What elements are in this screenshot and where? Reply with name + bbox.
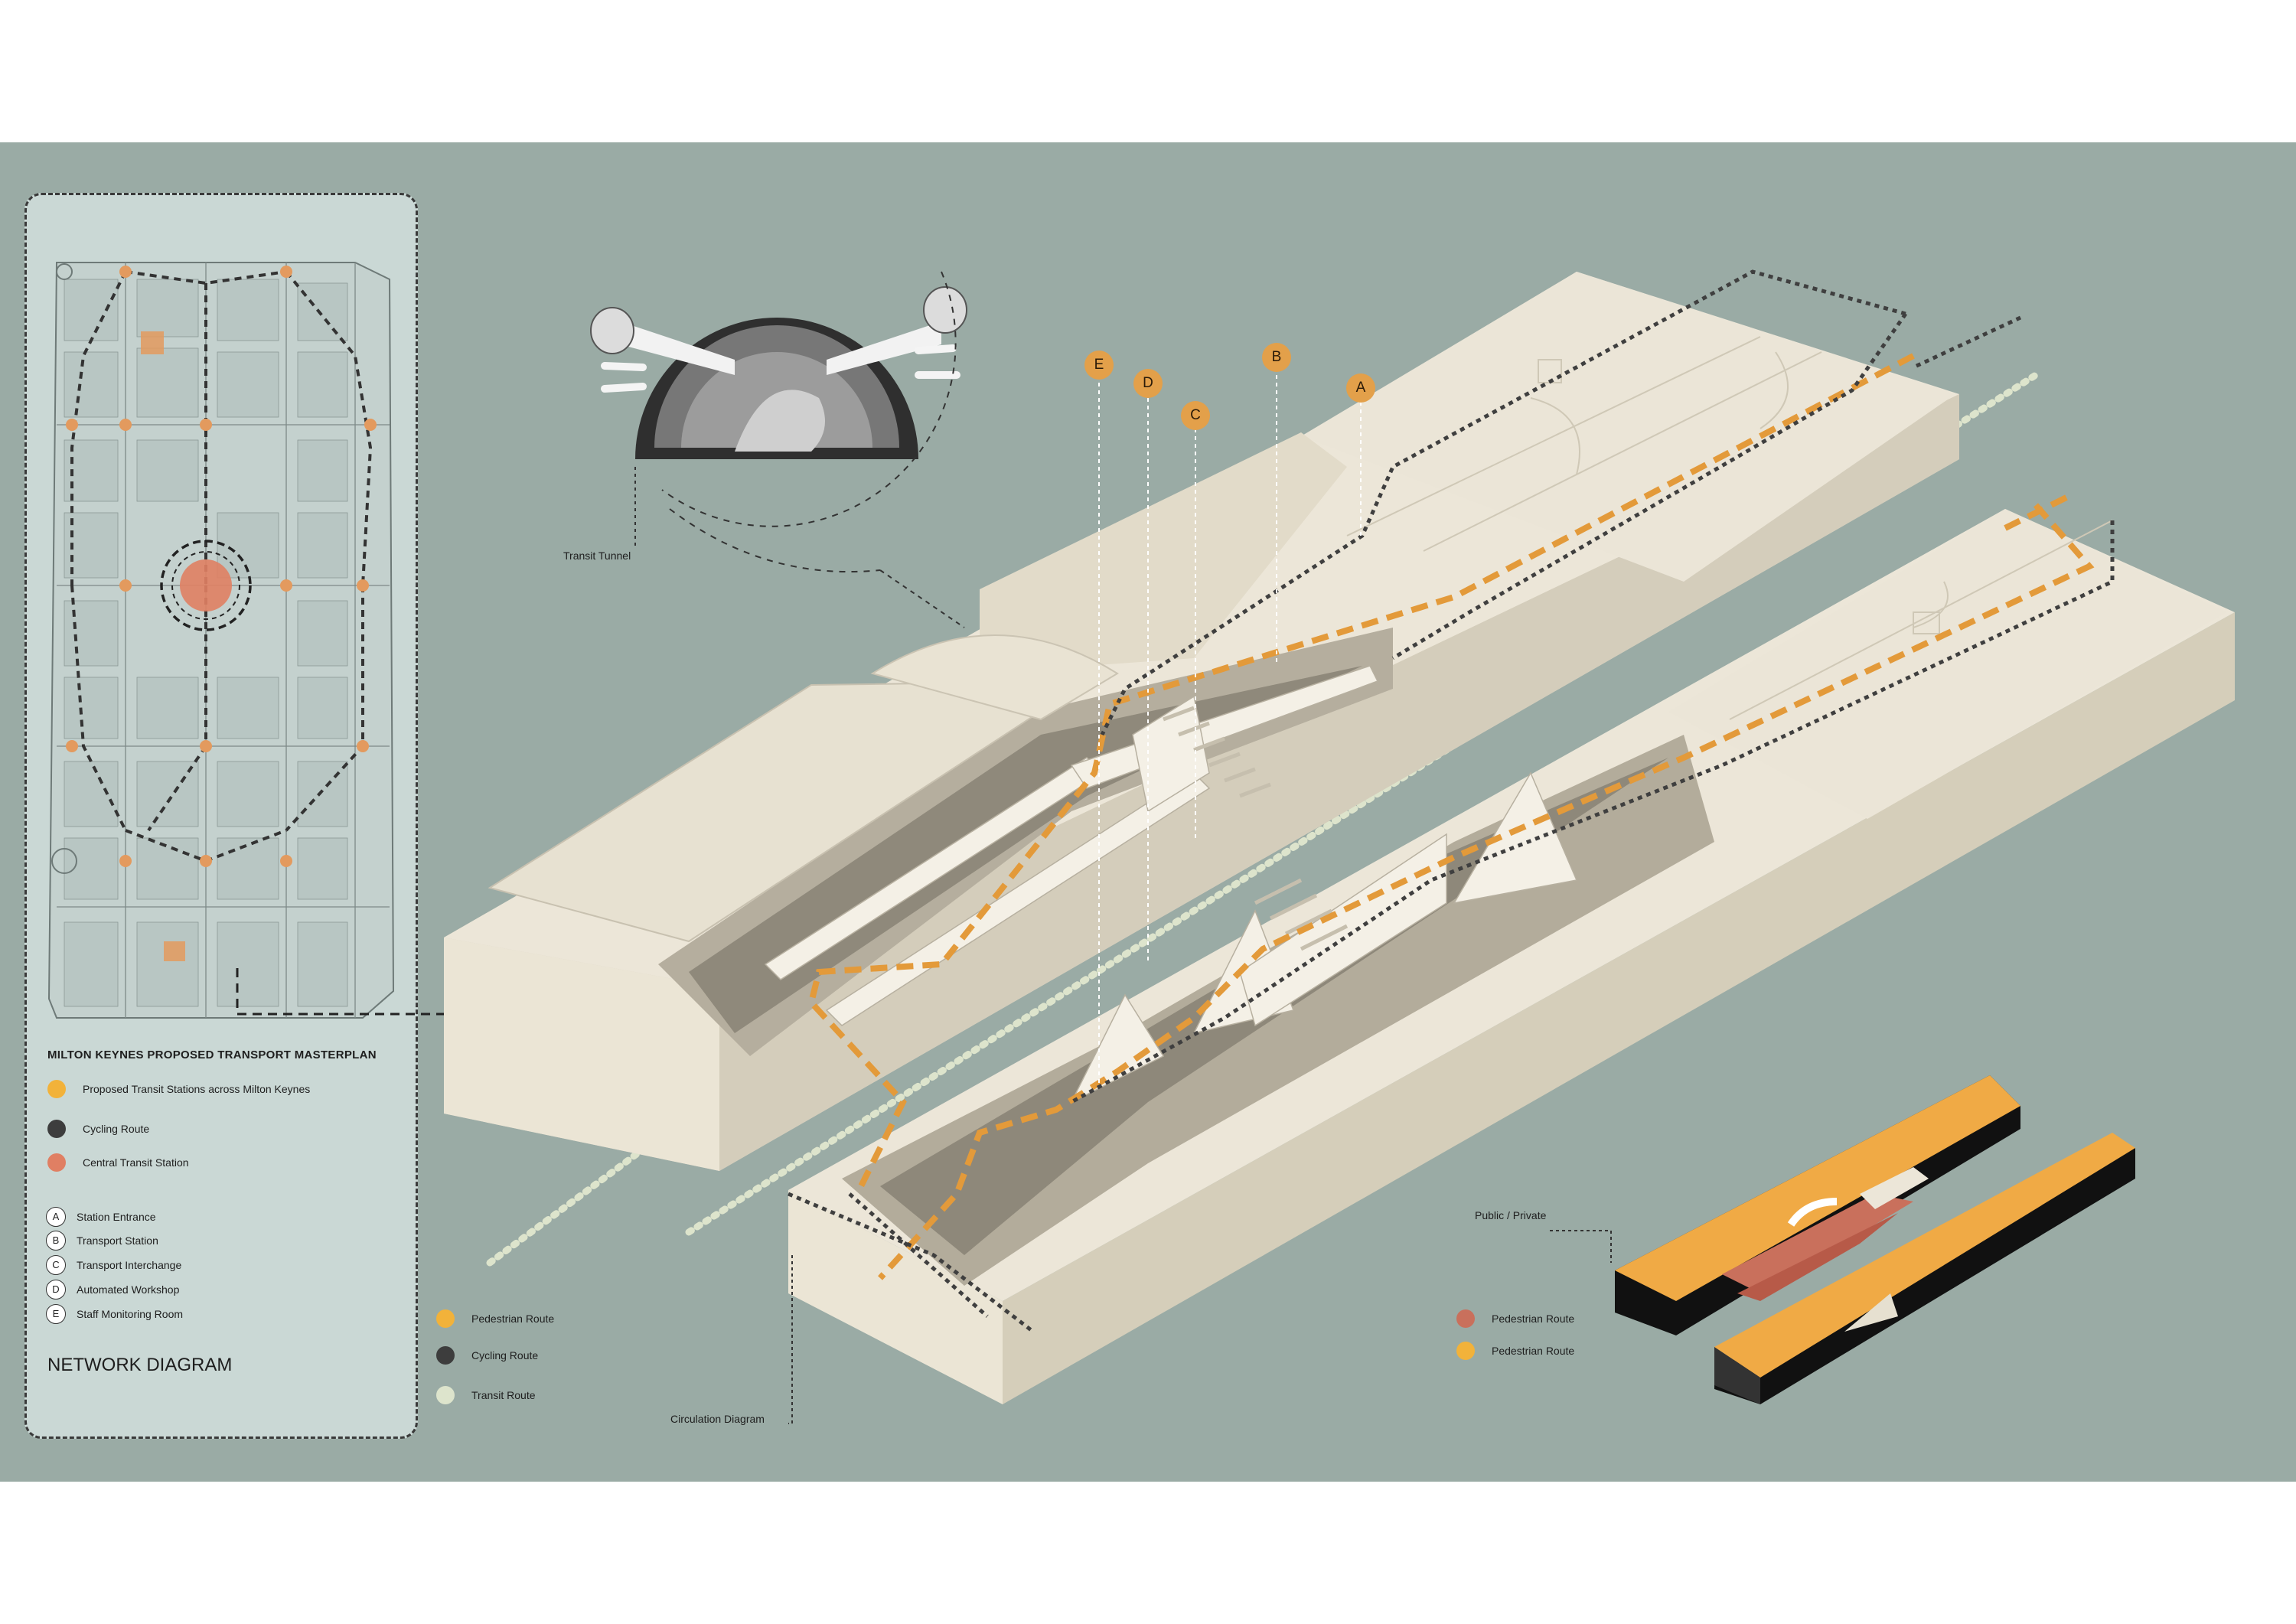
- inset-legend-red: Pedestrian Route: [1456, 1309, 1574, 1329]
- key-letter: D: [46, 1280, 66, 1300]
- key-label: Transport Station: [77, 1234, 158, 1247]
- legend-item-cycling: Cycling Route: [47, 1119, 149, 1139]
- legend-label: Pedestrian Route: [471, 1313, 555, 1325]
- key-item-b: B Transport Station: [46, 1231, 158, 1251]
- legend-label: Cycling Route: [471, 1349, 539, 1361]
- map-connector: [236, 968, 444, 1016]
- transit-tunnel-label: Transit Tunnel: [563, 549, 631, 562]
- marker-b: B: [1262, 343, 1291, 372]
- legend-item-central-station: Central Transit Station: [47, 1153, 189, 1172]
- legend-label: Central Transit Station: [83, 1156, 189, 1169]
- marker-leaders: [1098, 367, 1362, 1087]
- masterplan-title: MILTON KEYNES PROPOSED TRANSPORT MASTERP…: [47, 1048, 377, 1061]
- panel-title: NETWORK DIAGRAM: [47, 1355, 233, 1375]
- pedestrian-route: [807, 353, 2095, 1280]
- marker-a: A: [1346, 373, 1375, 403]
- key-item-d: D Automated Workshop: [46, 1280, 179, 1300]
- cycling-route: [788, 269, 2115, 1333]
- key-label: Automated Workshop: [77, 1283, 180, 1296]
- key-label: Station Entrance: [77, 1211, 156, 1223]
- legend-label: Transit Route: [471, 1389, 536, 1401]
- legend-item-stations: Proposed Transit Stations across Milton …: [47, 1079, 310, 1099]
- key-item-a: A Station Entrance: [46, 1207, 156, 1227]
- legend-swatch: [47, 1120, 66, 1138]
- masterplan-map: [47, 262, 395, 1019]
- marker-d: D: [1133, 369, 1163, 398]
- circulation-diagram-label: Circulation Diagram: [670, 1413, 765, 1425]
- route-legend-transit: Transit Route: [436, 1385, 536, 1405]
- legend-swatch: [47, 1153, 66, 1172]
- key-letter: A: [46, 1207, 66, 1227]
- key-label: Staff Monitoring Room: [77, 1308, 184, 1320]
- public-private-inset: [1615, 1075, 2135, 1404]
- legend-swatch: [436, 1386, 455, 1404]
- key-letter: B: [46, 1231, 66, 1251]
- key-label: Transport Interchange: [77, 1259, 182, 1271]
- route-legend-cycling: Cycling Route: [436, 1345, 538, 1365]
- legend-label: Cycling Route: [83, 1123, 150, 1135]
- legend-swatch: [436, 1309, 455, 1328]
- legend-swatch: [1456, 1342, 1475, 1360]
- lower-platform-block: [788, 509, 2235, 1404]
- legend-swatch: [436, 1346, 455, 1365]
- inset-legend-orange: Pedestrian Route: [1456, 1341, 1574, 1361]
- legend-swatch: [47, 1080, 66, 1098]
- route-legend-pedestrian: Pedestrian Route: [436, 1309, 554, 1329]
- marker-c: C: [1181, 401, 1210, 430]
- legend-label: Pedestrian Route: [1492, 1345, 1575, 1357]
- upper-platform-block: [444, 272, 1959, 1171]
- legend-label: Pedestrian Route: [1492, 1313, 1575, 1325]
- key-item-e: E Staff Monitoring Room: [46, 1304, 183, 1324]
- public-private-label: Public / Private: [1475, 1209, 1547, 1221]
- marker-e: E: [1084, 351, 1114, 380]
- key-letter: E: [46, 1304, 66, 1324]
- legend-swatch: [1456, 1309, 1475, 1328]
- key-letter: C: [46, 1255, 66, 1275]
- transit-tunnel-illustration: [590, 271, 967, 628]
- legend-label: Proposed Transit Stations across Milton …: [83, 1083, 311, 1095]
- key-item-c: C Transport Interchange: [46, 1255, 181, 1275]
